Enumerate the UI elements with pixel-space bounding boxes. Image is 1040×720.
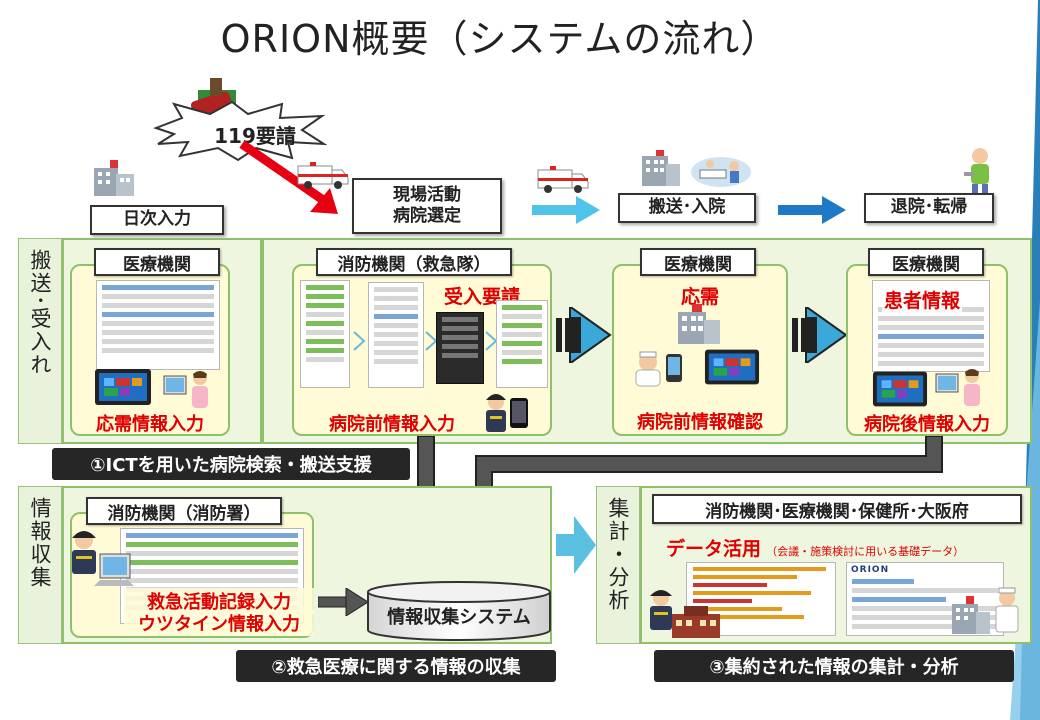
card6-data-row: データ活用 （会議・施策検討に用いる基礎データ） [666, 534, 1026, 561]
gray-right-arrow [318, 588, 368, 616]
banner-aggregate-analysis: ③集約された情報の集計・分析 [654, 650, 1014, 682]
big-right-arrow [556, 307, 612, 363]
doctor-icon [995, 587, 1019, 633]
card3-accept-label: 応需 [680, 286, 719, 308]
step-field-line2: 病院選定 [393, 206, 461, 226]
card4-caption: 病院後情報入力 [864, 414, 990, 435]
card6-data-label: データ活用 [666, 538, 762, 560]
ambulance-icon [297, 162, 349, 189]
tablet-icon [704, 349, 760, 385]
card4-patient-label: 患者情報 [882, 286, 963, 313]
nurse-computer-icon [935, 369, 980, 406]
hospital-building-icon [678, 304, 720, 344]
step-transport-label: 搬送･入院 [648, 197, 726, 218]
ambulance-icon [537, 166, 589, 193]
firefighter-icon [650, 590, 672, 630]
step-daily-input: 日次入力 [90, 205, 224, 235]
chevron-right-icon [353, 331, 366, 351]
nurse-computer-icon [163, 371, 208, 408]
card5-caption-1: 救急活動記録入力 [124, 588, 314, 614]
step-daily-input-label: 日次入力 [123, 209, 191, 230]
system-label: 情報収集システム [387, 607, 531, 628]
card6-org-label: 消防機関･医療機関･保健所･大阪府 [652, 494, 1022, 524]
database-cylinder [367, 581, 551, 641]
firefighter-computer-icon [72, 531, 134, 586]
card3-org-label: 医療機関 [640, 248, 756, 276]
card5-caption-2: ウツタイン情報入力 [124, 610, 314, 636]
step-discharge: 退院･転帰 [864, 193, 994, 223]
step-field-line1: 現場活動 [393, 184, 461, 205]
screenshot-ems-list [496, 300, 548, 388]
hospital-building-icon [952, 596, 990, 634]
recovered-patient-icon [964, 148, 989, 194]
blue-arrow [778, 196, 846, 224]
banner-ict-support: ①ICTを用いた病院検索・搬送支援 [52, 448, 410, 480]
section-transport-text: 搬送･受入れ [28, 249, 52, 377]
burst-label: 119要請 [214, 124, 296, 148]
doctor-phone-icon [635, 351, 682, 387]
section-label-transport: 搬送･受入れ [18, 238, 62, 444]
light-blue-right-arrow [556, 516, 596, 574]
tablet-icon [872, 371, 928, 407]
section-label-info: 情報収集 [18, 486, 62, 644]
card2-org-label: 消防機関（救急隊） [316, 248, 512, 276]
card3-caption: 病院前情報確認 [637, 412, 763, 433]
card5-org-label: 消防機関（消防署） [86, 497, 282, 525]
section-info-text: 情報収集 [28, 497, 52, 589]
card6-data-note: （会議・施策検討に用いる基礎データ） [766, 545, 965, 558]
card4-org-label: 医療機関 [868, 248, 984, 276]
step-transport: 搬送･入院 [618, 193, 756, 223]
tablet-icon [95, 369, 151, 405]
big-right-arrow [792, 307, 848, 363]
red-diagonal-arrow [239, 140, 338, 214]
step-field-activity: 現場活動 病院選定 [352, 178, 502, 234]
screenshot-ems-form [368, 282, 424, 388]
screenshot-availability-form [96, 280, 220, 370]
firefighter-phone-icon [486, 394, 528, 432]
screenshot-ems-menu [300, 280, 350, 388]
orion-logo: ORION [851, 565, 890, 575]
banner-info-collection: ②救急医療に関する情報の収集 [236, 650, 556, 682]
hospital-building-icon [642, 150, 680, 186]
card1-org-label: 医療機関 [94, 248, 220, 276]
government-building-icon [672, 606, 720, 638]
light-blue-arrow [532, 196, 600, 224]
card1-caption: 応需情報入力 [96, 414, 204, 435]
section-label-aggregate: 集計・分析 [596, 486, 640, 644]
emergency-call-burst [153, 100, 327, 162]
step-discharge-label: 退院･転帰 [890, 197, 968, 218]
section-aggregate-text: 集計・分析 [606, 497, 630, 612]
hospital-room-icon [691, 157, 751, 187]
page-title: ORION概要（システムの流れ） [220, 17, 780, 61]
card2-caption: 病院前情報入力 [329, 414, 455, 435]
screenshot-ems-phone [436, 312, 484, 384]
hospital-building-icon [94, 160, 134, 196]
